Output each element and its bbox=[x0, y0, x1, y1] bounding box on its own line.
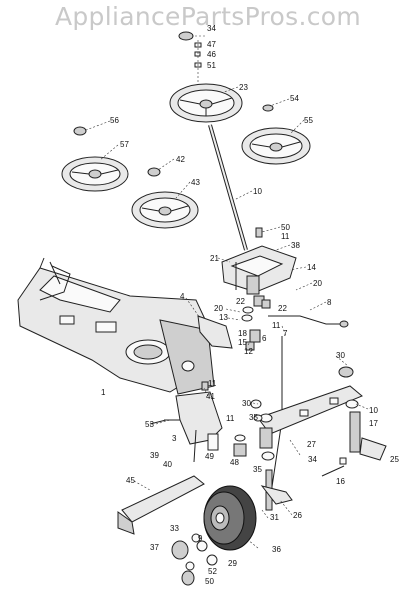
steering-console bbox=[221, 227, 297, 295]
callout-35b: 35 bbox=[253, 465, 262, 474]
callout-30: 30 bbox=[336, 351, 345, 360]
steering-shaft bbox=[208, 124, 248, 251]
callout-15: 15 bbox=[238, 338, 247, 347]
callout-34b: 34 bbox=[308, 455, 317, 464]
bushings bbox=[207, 433, 247, 457]
callout-42: 42 bbox=[176, 155, 185, 164]
callout-53: 53 bbox=[145, 420, 154, 429]
callout-10: 10 bbox=[253, 187, 262, 196]
steering-wheel-main bbox=[169, 83, 243, 123]
callout-39: 39 bbox=[150, 451, 159, 460]
callout-4: 4 bbox=[180, 292, 185, 301]
callout-56: 56 bbox=[110, 116, 119, 125]
callout-23: 23 bbox=[239, 83, 248, 92]
callout-27: 27 bbox=[307, 440, 316, 449]
callout-38: 38 bbox=[291, 241, 300, 250]
callout-50b: 50 bbox=[205, 577, 214, 586]
callout-10b: 10 bbox=[369, 406, 378, 415]
misc-hardware bbox=[149, 399, 263, 425]
callout-25: 25 bbox=[390, 455, 399, 464]
callout-40: 40 bbox=[163, 460, 172, 469]
steering-wheel-alt-57 bbox=[61, 126, 129, 192]
bracket-4 bbox=[197, 315, 233, 349]
callout-20: 20 bbox=[313, 279, 322, 288]
spindle-left bbox=[259, 413, 293, 511]
callout-16: 16 bbox=[336, 477, 345, 486]
steering-wheel-alt-43 bbox=[131, 167, 199, 229]
callout-41: 41 bbox=[206, 392, 215, 401]
callout-49: 49 bbox=[205, 452, 214, 461]
callout-57: 57 bbox=[120, 140, 129, 149]
front-axle bbox=[257, 385, 363, 435]
callout-11c: 11 bbox=[208, 379, 217, 388]
callouts: 34 47 46 51 23 54 55 56 57 42 43 10 50 1… bbox=[101, 24, 399, 586]
leader-lines bbox=[85, 35, 369, 549]
callout-51: 51 bbox=[207, 61, 216, 70]
callout-8: 8 bbox=[327, 298, 332, 307]
callout-18: 18 bbox=[238, 329, 247, 338]
front-tire bbox=[203, 485, 257, 551]
callout-48: 48 bbox=[230, 458, 239, 467]
callout-46: 46 bbox=[207, 50, 216, 59]
callout-22b: 22 bbox=[278, 304, 287, 313]
callout-50: 50 bbox=[281, 223, 290, 232]
callout-20b: 20 bbox=[214, 304, 223, 313]
callout-34: 34 bbox=[207, 24, 216, 33]
callout-36: 36 bbox=[272, 545, 281, 554]
callout-30b: 30 bbox=[242, 399, 251, 408]
callout-11b: 11 bbox=[272, 321, 281, 330]
callout-54: 54 bbox=[290, 94, 299, 103]
front-bumper bbox=[117, 475, 205, 535]
watermark: AppliancePartsPros.com bbox=[54, 2, 362, 31]
callout-9: 9 bbox=[198, 534, 203, 543]
callout-13: 13 bbox=[219, 313, 228, 322]
callout-29: 29 bbox=[228, 559, 237, 568]
drag-link bbox=[268, 315, 349, 328]
callout-12: 12 bbox=[244, 347, 253, 356]
axle-support bbox=[164, 381, 223, 463]
callout-52: 52 bbox=[208, 567, 217, 576]
callout-7: 7 bbox=[283, 329, 288, 338]
callout-37: 37 bbox=[150, 543, 159, 552]
callout-33: 33 bbox=[170, 524, 179, 533]
callout-1: 1 bbox=[101, 388, 106, 397]
callout-3: 3 bbox=[172, 434, 177, 443]
callout-17: 17 bbox=[369, 419, 378, 428]
callout-21: 21 bbox=[210, 254, 219, 263]
callout-11d: 11 bbox=[226, 414, 235, 423]
callout-35a: 35 bbox=[249, 413, 258, 422]
steering-wheel-alt-55 bbox=[241, 104, 311, 165]
callout-31: 31 bbox=[270, 513, 279, 522]
callout-45: 45 bbox=[126, 476, 135, 485]
steering-gear bbox=[241, 295, 271, 351]
callout-22a: 22 bbox=[236, 297, 245, 306]
callout-55: 55 bbox=[304, 116, 313, 125]
callout-43: 43 bbox=[191, 178, 200, 187]
wheel-hardware bbox=[171, 533, 218, 586]
callout-14: 14 bbox=[307, 263, 316, 272]
callout-11: 11 bbox=[281, 232, 290, 241]
callout-47: 47 bbox=[207, 40, 216, 49]
callout-26: 26 bbox=[293, 511, 302, 520]
spindle-right bbox=[321, 366, 387, 477]
main-frame bbox=[17, 257, 215, 395]
callout-6: 6 bbox=[262, 334, 267, 343]
